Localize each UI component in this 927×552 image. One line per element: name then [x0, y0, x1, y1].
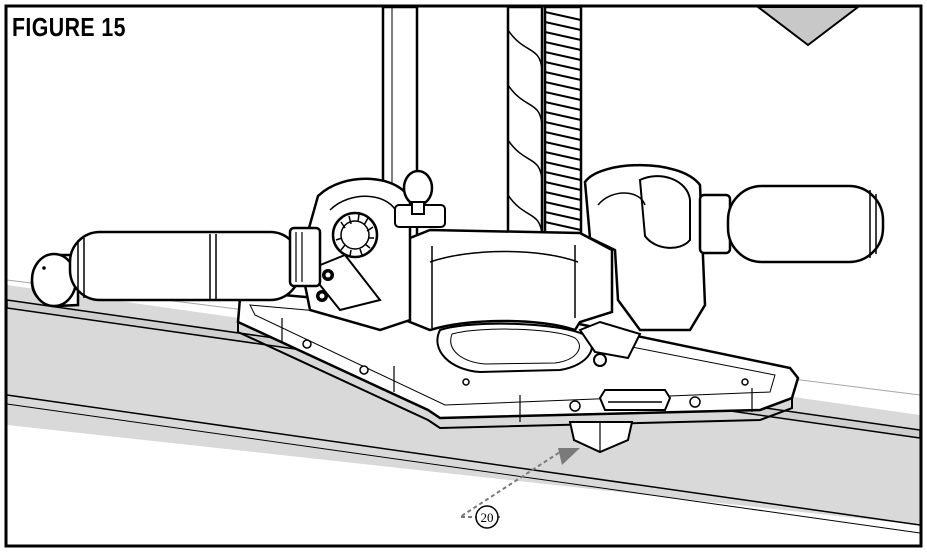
- right-handle: [698, 184, 885, 264]
- callout-leader: [456, 448, 580, 518]
- figure-title: FIGURE 15: [12, 12, 126, 42]
- centering-point: [568, 421, 634, 454]
- carriage: [403, 228, 614, 332]
- corner-tab: [755, 6, 861, 47]
- figure-border: [4, 4, 923, 548]
- left-bracket: [298, 169, 446, 332]
- callout-number: 20: [481, 510, 494, 525]
- callout-marker: 20: [475, 505, 499, 529]
- right-bracket: [578, 163, 707, 367]
- spring-column: [543, 5, 583, 237]
- left-handle: [30, 226, 322, 308]
- drill-bit: [506, 5, 544, 249]
